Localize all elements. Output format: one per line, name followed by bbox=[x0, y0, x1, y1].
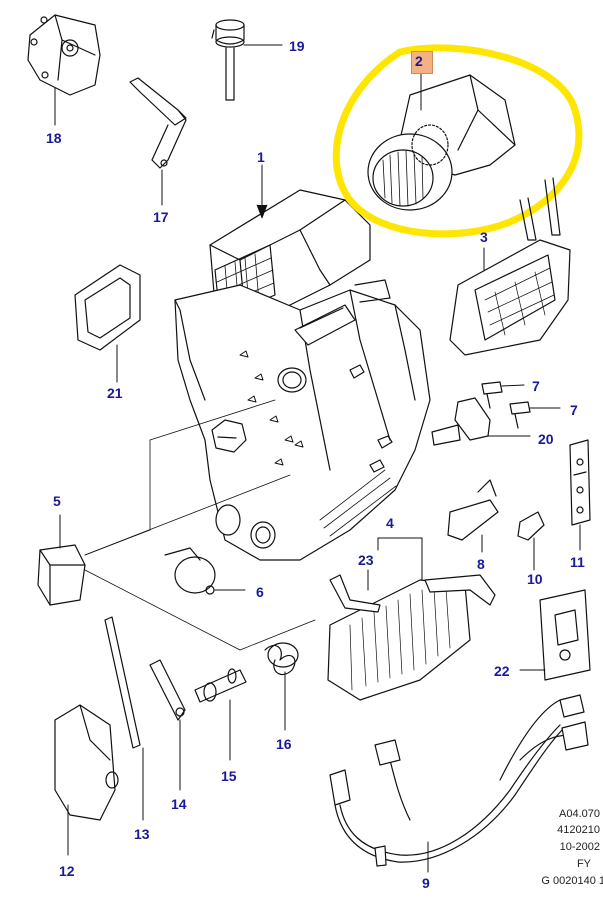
callout-4: 4 bbox=[386, 515, 394, 531]
reference-code-5: G 0020140 1 bbox=[541, 875, 603, 887]
part-3-heater-core bbox=[449, 177, 571, 356]
callout-9: 9 bbox=[422, 875, 430, 891]
part-8-clip bbox=[447, 479, 499, 553]
part-5-module bbox=[37, 514, 86, 606]
part-18-actuator bbox=[27, 14, 101, 126]
part-16-spring bbox=[264, 642, 299, 731]
callout-7-bottom: 7 bbox=[570, 402, 578, 418]
reference-code-4: FY bbox=[576, 858, 591, 870]
part-9-wiring-harness bbox=[329, 694, 589, 873]
callout-20: 20 bbox=[538, 431, 554, 447]
callout-7-top: 7 bbox=[532, 378, 540, 394]
reference-code-3: 10-2002 bbox=[559, 841, 600, 853]
callout-23: 23 bbox=[358, 552, 374, 568]
reference-code-1: A04.070 bbox=[559, 808, 600, 820]
highlight-label-box bbox=[411, 51, 433, 74]
part-21-seal bbox=[74, 264, 141, 383]
callout-5: 5 bbox=[53, 493, 61, 509]
part-6-damper bbox=[164, 547, 246, 595]
callout-13: 13 bbox=[134, 826, 150, 842]
callout-3: 3 bbox=[480, 229, 488, 245]
part-20-resistor bbox=[431, 397, 531, 446]
callout-8: 8 bbox=[477, 556, 485, 572]
part-19-actuator bbox=[211, 19, 283, 101]
callout-10: 10 bbox=[527, 571, 543, 587]
callout-11: 11 bbox=[570, 554, 585, 570]
callout-6: 6 bbox=[256, 584, 264, 600]
callout-19: 19 bbox=[289, 38, 305, 54]
callout-21: 21 bbox=[107, 385, 123, 401]
callout-1: 1 bbox=[257, 149, 265, 165]
part-12-cover bbox=[54, 704, 119, 856]
part-17-lever bbox=[129, 77, 187, 206]
callout-17: 17 bbox=[153, 209, 169, 225]
callout-15: 15 bbox=[221, 768, 237, 784]
callout-12: 12 bbox=[59, 863, 75, 879]
part-4-evaporator bbox=[327, 537, 496, 701]
callout-18: 18 bbox=[46, 130, 62, 146]
part-2-blower-motor bbox=[332, 44, 583, 238]
part-7-screws bbox=[481, 381, 561, 429]
part-10-clip bbox=[517, 511, 545, 571]
part-14-lever bbox=[149, 659, 186, 791]
callout-2: 2 bbox=[415, 53, 423, 69]
part-1-heater-housing bbox=[174, 164, 431, 561]
part-11-bracket bbox=[569, 439, 591, 551]
part-22-bracket bbox=[519, 589, 591, 681]
part-13-rod bbox=[104, 616, 144, 821]
callout-14: 14 bbox=[171, 796, 187, 812]
assembly-guide-lines bbox=[84, 399, 316, 651]
callout-16: 16 bbox=[276, 736, 292, 752]
part-15-shaft bbox=[194, 668, 247, 761]
callout-22: 22 bbox=[494, 663, 510, 679]
reference-code-2: 4120210 bbox=[557, 824, 600, 836]
